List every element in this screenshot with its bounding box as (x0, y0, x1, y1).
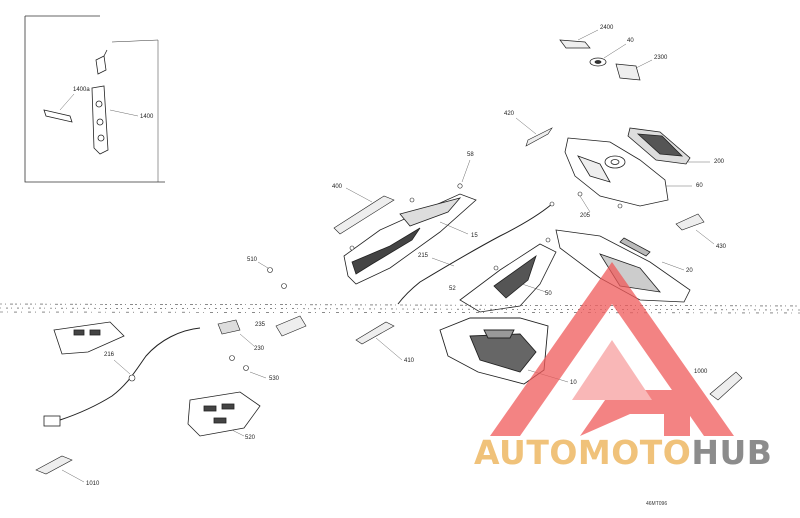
leader-530 (249, 371, 267, 379)
decal-2300 (615, 63, 641, 81)
decal-1010 (35, 455, 73, 475)
callout-58: 58 (467, 152, 474, 158)
leader-216 (113, 359, 131, 375)
leader-20 (661, 261, 685, 271)
screws-205 (577, 191, 623, 209)
handle-part-1400 (91, 49, 109, 155)
fastener-52 (493, 265, 499, 271)
leader-510 (257, 261, 269, 269)
callout-400: 400 (332, 184, 343, 190)
leader-430 (695, 229, 715, 245)
decal-2400 (559, 39, 591, 49)
leader-215 (431, 257, 455, 267)
fastener-58 (457, 183, 463, 189)
callout-430: 430 (716, 244, 727, 250)
callout-15: 15 (471, 233, 478, 239)
decal-420 (525, 127, 553, 147)
callout-200: 200 (714, 159, 725, 165)
decal-410 (355, 321, 395, 345)
cable-end-215 (549, 201, 555, 207)
callout-60: 60 (696, 183, 703, 189)
leader-50 (521, 283, 547, 293)
bracket-520 (187, 391, 261, 437)
leader-205 (579, 195, 591, 213)
callout-520: 520 (245, 435, 256, 441)
callout-205: 205 (580, 213, 591, 219)
strip-part-1400a (43, 109, 73, 123)
leader-1400 (109, 109, 139, 117)
leader-420 (515, 117, 537, 135)
bracket-left (53, 321, 125, 355)
panel-15 (343, 193, 477, 285)
callout-1000: 1000 (694, 369, 708, 375)
callout-230: 230 (254, 346, 265, 352)
leader-58 (461, 159, 471, 183)
leader-2400 (577, 29, 599, 41)
grommet-216 (128, 374, 136, 382)
leader-1400a (59, 93, 75, 111)
cap-40 (589, 57, 607, 67)
nut-510b (281, 283, 287, 289)
callout-215: 215 (418, 253, 429, 259)
nut-530a (229, 355, 235, 361)
clip-230 (275, 315, 307, 337)
nut-530b (243, 365, 249, 371)
callout-40: 40 (627, 38, 634, 44)
callout-1400: 1400 (140, 114, 154, 120)
leader-15 (439, 221, 469, 235)
callout-10: 10 (570, 380, 577, 386)
watermark-logo (490, 262, 734, 436)
cable-215 (397, 203, 553, 305)
fastener-c (545, 237, 551, 243)
callout-1010: 1010 (86, 481, 100, 487)
console-60 (564, 137, 669, 207)
leader-1010 (61, 469, 85, 483)
callout-235: 235 (255, 322, 266, 328)
callout-510: 510 (247, 257, 258, 263)
callout-420: 420 (504, 111, 515, 117)
callout-52: 52 (449, 286, 456, 292)
figure-reference: 46MT096 (646, 501, 668, 507)
callout-2300: 2300 (654, 55, 668, 61)
gauge-200 (627, 127, 691, 165)
panel-50 (459, 243, 557, 313)
clip-235 (217, 319, 241, 335)
leader-410 (375, 337, 403, 361)
callout-50: 50 (545, 291, 552, 297)
body-panel-10 (439, 317, 549, 385)
callout-530: 530 (269, 376, 280, 382)
watermark-brand-part2: HUB (691, 433, 773, 472)
callout-410: 410 (404, 358, 415, 364)
inset-detail-box (24, 15, 165, 183)
decal-400 (333, 195, 395, 235)
leader-520 (231, 429, 245, 437)
decal-430 (675, 213, 705, 231)
watermark-brand: AUTOMOTOHUB (474, 436, 772, 469)
leader-230 (239, 333, 255, 347)
callout-216: 216 (104, 352, 115, 358)
fastener-b (349, 245, 355, 251)
callout-2400: 2400 (600, 25, 614, 31)
leader-40 (603, 43, 627, 59)
decal-1000 (709, 371, 743, 401)
panel-20 (555, 229, 691, 303)
watermark-brand-part1: AUTOMOTO (474, 433, 692, 472)
scan-artifact-band (0, 303, 800, 314)
leader-2300 (635, 59, 653, 69)
leader-400 (345, 187, 373, 203)
callout-1400a: 1400a (73, 87, 90, 93)
fastener-a (409, 197, 415, 203)
callout-20: 20 (686, 268, 693, 274)
nut-510 (267, 267, 273, 273)
connector-216 (43, 415, 61, 427)
